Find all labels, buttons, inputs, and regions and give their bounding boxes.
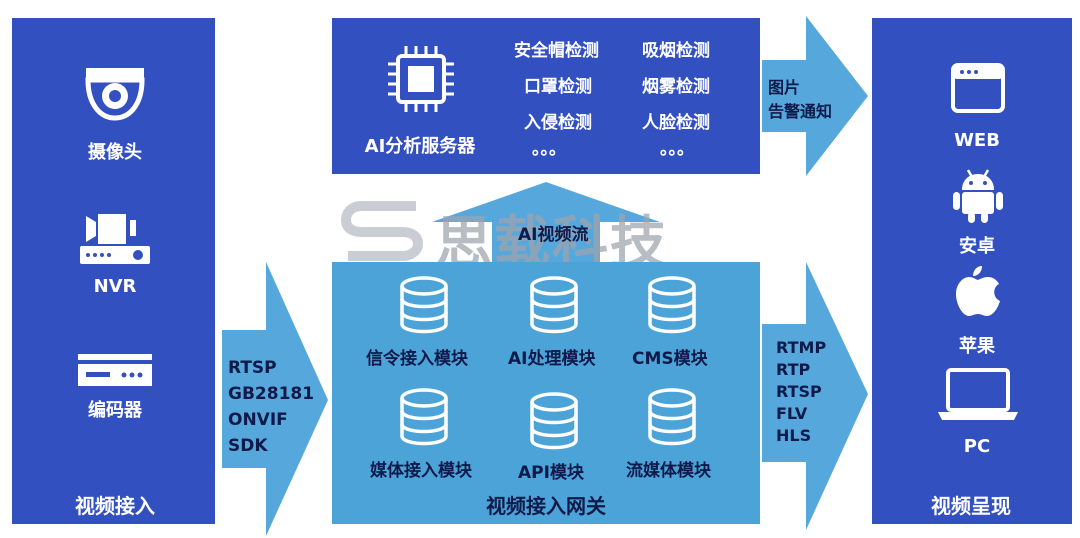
camera-dome-icon bbox=[85, 68, 145, 121]
database-icon-ai bbox=[530, 276, 578, 334]
right-item-android-label: 安卓 bbox=[959, 236, 995, 257]
module-streaming-label: 流媒体模块 bbox=[626, 461, 711, 481]
gateway-title: 视频接入网关 bbox=[486, 494, 606, 518]
output-arrow bbox=[762, 262, 868, 530]
output-protocol-rtp: RTP bbox=[776, 360, 811, 379]
right-panel bbox=[872, 18, 1072, 524]
alert-line1: 图片 bbox=[768, 78, 801, 97]
right-item-apple-label: 苹果 bbox=[959, 336, 995, 357]
detection-intrusion: 入侵检测 bbox=[524, 113, 592, 133]
database-icon-api bbox=[530, 392, 578, 450]
right-item-web-label: WEB bbox=[954, 130, 1000, 151]
up-arrow-label: AI视频流 bbox=[518, 225, 589, 245]
encoder-box-icon bbox=[78, 354, 152, 386]
input-protocol-rtsp: RTSP bbox=[228, 358, 277, 378]
database-icon-media bbox=[400, 388, 448, 446]
output-protocol-hls: HLS bbox=[776, 426, 812, 445]
ai-server-box bbox=[332, 18, 760, 174]
input-protocol-gb28181: GB28181 bbox=[228, 384, 315, 404]
left-panel-title: 视频接入 bbox=[75, 494, 155, 518]
right-item-pc-label: PC bbox=[963, 436, 991, 457]
detection-more-left: 。。。 bbox=[532, 139, 566, 159]
detection-smoking: 吸烟检测 bbox=[642, 41, 710, 61]
s-logo-icon bbox=[340, 201, 424, 261]
input-protocol-sdk: SDK bbox=[228, 436, 268, 456]
detection-helmet: 安全帽检测 bbox=[514, 41, 599, 61]
database-icon-streaming bbox=[648, 388, 696, 446]
output-protocol-flv: FLV bbox=[776, 404, 808, 423]
module-media-label: 媒体接入模块 bbox=[370, 461, 472, 481]
database-icon-signaling bbox=[400, 276, 448, 334]
right-panel-title: 视频呈现 bbox=[931, 494, 1011, 518]
android-icon bbox=[953, 169, 1003, 223]
output-protocol-rtmp: RTMP bbox=[776, 338, 827, 357]
detection-smoke: 烟雾检测 bbox=[642, 77, 710, 97]
database-icon-cms bbox=[648, 276, 696, 334]
detection-face: 人脸检测 bbox=[642, 113, 710, 133]
left-item-camera-label: 摄像头 bbox=[88, 142, 142, 163]
module-api-label: API模块 bbox=[518, 463, 584, 483]
nvr-recorder-icon bbox=[80, 214, 150, 264]
left-item-nvr-label: NVR bbox=[93, 276, 137, 297]
chip-icon bbox=[388, 46, 454, 112]
up-arrow bbox=[432, 182, 660, 262]
input-arrow bbox=[222, 262, 328, 536]
module-signaling-label: 信令接入模块 bbox=[366, 349, 468, 369]
input-protocol-onvif: ONVIF bbox=[228, 410, 288, 430]
apple-icon bbox=[956, 266, 1000, 316]
module-cms-label: CMS模块 bbox=[632, 349, 708, 369]
output-protocol-rtsp: RTSP bbox=[776, 382, 822, 401]
laptop-icon bbox=[938, 368, 1018, 420]
alert-arrow bbox=[762, 16, 868, 176]
browser-window-icon bbox=[951, 63, 1005, 113]
detection-more-right: 。。。 bbox=[660, 139, 694, 159]
detection-mask: 口罩检测 bbox=[524, 77, 592, 97]
alert-line2: 告警通知 bbox=[768, 102, 833, 121]
left-item-encoder-label: 编码器 bbox=[88, 400, 142, 421]
module-ai-label: AI处理模块 bbox=[508, 349, 596, 369]
ai-server-label: AI分析服务器 bbox=[364, 136, 476, 157]
